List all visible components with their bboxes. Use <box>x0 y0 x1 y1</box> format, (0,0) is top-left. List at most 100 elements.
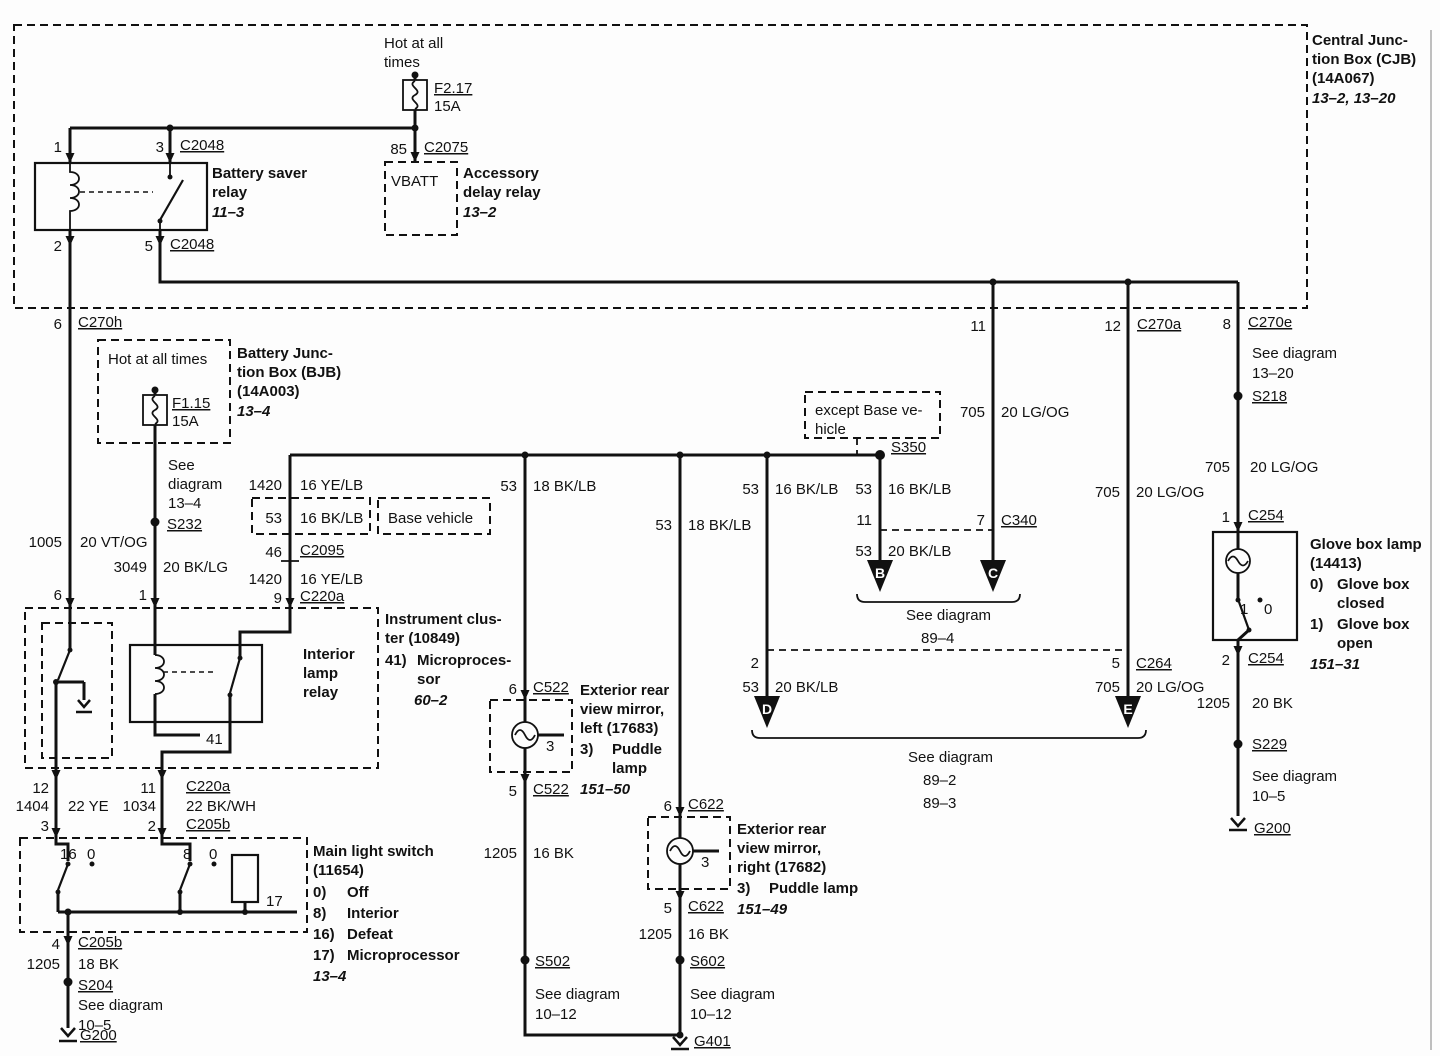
switch-position-label: 0 <box>209 846 217 863</box>
bsr-switch-blade <box>159 179 184 221</box>
component-name: Interior <box>303 646 355 663</box>
switch-position-label: 16 <box>60 846 77 863</box>
list-item-text: lamp <box>612 760 647 777</box>
wire-circuit-label: 3049 <box>114 559 147 576</box>
wire-gauge-label: 20 VT/OG <box>80 534 148 551</box>
relay-switch-blade <box>228 657 242 694</box>
pin-label: 17 <box>266 893 283 910</box>
pin-label: 12 <box>1104 318 1121 335</box>
wire-705-runs <box>158 230 1240 696</box>
component-name: lamp <box>303 665 338 682</box>
pin-label: 5 <box>1112 655 1120 672</box>
component-name: Glove box lamp <box>1310 536 1422 553</box>
page-ref: 13–4 <box>237 403 271 420</box>
connector-label: C2095 <box>300 542 344 559</box>
pin-label: 4 <box>52 936 60 953</box>
list-item-text: Glove box <box>1337 576 1410 593</box>
pin-label: 1 <box>1222 509 1230 526</box>
fuse-amp-label: 15A <box>434 98 461 115</box>
pin-label: 7 <box>977 512 985 529</box>
page-ref: 151–50 <box>580 781 631 798</box>
connector-label: C2048 <box>180 137 224 154</box>
component-name: Instrument clus- <box>385 611 502 628</box>
wire-circuit-label: 705 <box>1095 484 1120 501</box>
see-diagram-note: 13–4 <box>168 495 201 512</box>
junction-dots <box>53 71 1132 1039</box>
puddle-lamp-right-filament <box>669 845 691 857</box>
connector-label: C522 <box>533 679 569 696</box>
wire-circuit-label: 53 <box>265 510 282 527</box>
wire-gauge-label: 16 BK <box>533 845 574 862</box>
page-ref: 11–3 <box>212 204 245 221</box>
wire-gauge-label: 16 YE/LB <box>300 477 363 494</box>
list-item-text: Off <box>347 884 370 901</box>
wire-gauge-label: 22 BK/WH <box>186 798 256 815</box>
splice-label: S602 <box>690 953 725 970</box>
glove-switch-blade <box>1237 601 1251 631</box>
component-name: left (17683) <box>580 720 658 737</box>
g200-left-ground-icon <box>59 1027 77 1043</box>
component-name: (14A003) <box>237 383 300 400</box>
connector-label: C220a <box>186 778 231 795</box>
pin-label: 2 <box>1222 652 1230 669</box>
glove-lamp-filament <box>1227 555 1249 567</box>
page-ref: 151–49 <box>737 901 788 918</box>
hot-label: times <box>384 54 420 71</box>
wire-cluster-switch <box>54 608 86 838</box>
component-name: relay <box>303 684 339 701</box>
component-name: Main light switch <box>313 843 434 860</box>
wire-53-bus <box>288 453 882 817</box>
list-item-text: closed <box>1337 595 1385 612</box>
connector-label: C340 <box>1001 512 1037 529</box>
bsr-coil <box>69 163 80 230</box>
pin-label: 5 <box>664 900 672 917</box>
g200-right-ground-icon <box>1229 817 1247 832</box>
connector-label: C220a <box>300 588 345 605</box>
arrow-c-icon <box>980 560 1006 592</box>
component-name: (14413) <box>1310 555 1362 572</box>
puddle-lamp-left-filament <box>514 729 536 741</box>
wire-circuit-label: 1404 <box>16 798 49 815</box>
list-item-text: Defeat <box>347 926 393 943</box>
switch-position-label: 0 <box>87 846 95 863</box>
cjb-box <box>13 24 1308 309</box>
see-diagram-note: 13–20 <box>1252 365 1294 382</box>
see-diagram-note: See diagram <box>535 986 620 1003</box>
list-item-text: sor <box>417 671 441 688</box>
arrow-letter: E <box>1123 701 1132 717</box>
wire-gauge-label: 16 BK/LB <box>888 481 951 498</box>
puddle-lamp-right-icon <box>666 837 694 865</box>
cluster-switch-blade <box>56 649 72 681</box>
ground-label: G200 <box>80 1027 117 1044</box>
component-name: Battery Junc- <box>237 345 333 362</box>
wire-circuit-label: 53 <box>655 517 672 534</box>
connector-label: C622 <box>688 796 724 813</box>
pin-label: 6 <box>664 798 672 815</box>
page-ref: 60–2 <box>414 692 448 709</box>
see-diagram-note: See diagram <box>690 986 775 1003</box>
component-name: Central Junc- <box>1312 32 1408 49</box>
connector-label: C270a <box>1137 316 1182 333</box>
pin-label: 3 <box>156 139 164 156</box>
component-name: Exterior rear <box>580 682 669 699</box>
connector-label: C2048 <box>170 236 214 253</box>
pin-label: 8 <box>1223 316 1231 333</box>
wire-circuit-label: 1205 <box>27 956 60 973</box>
wire-gauge-label: 22 YE <box>68 798 109 815</box>
splice-label: S350 <box>891 439 926 456</box>
alt-wire-box <box>251 497 371 535</box>
page-ref: 13–2 <box>463 204 497 221</box>
except-note: except Base ve- <box>815 402 923 419</box>
bjb-box <box>97 339 231 444</box>
wire-circuit-label: 53 <box>855 481 872 498</box>
base-vehicle-box <box>377 497 491 535</box>
switch-position-label: 8 <box>183 846 191 863</box>
fuse-amp-label: 15A <box>172 413 199 430</box>
pin-label: 11 <box>970 318 986 335</box>
wire-cjb-fuse-feed <box>68 75 417 163</box>
wire-glove-run <box>1236 532 1251 816</box>
pin-label: 9 <box>274 590 282 607</box>
see-diagram-note: 89–2 <box>923 772 956 789</box>
wire-gauge-label: 18 BK <box>78 956 119 973</box>
connector-label: C254 <box>1248 507 1284 524</box>
